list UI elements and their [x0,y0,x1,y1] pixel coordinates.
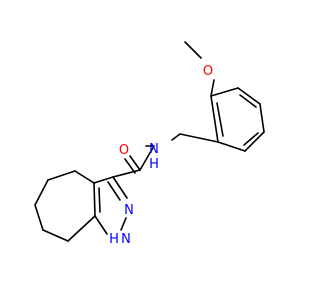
bond-c3-n2-inner [107,181,121,201]
bond-c-o-b [124,158,136,174]
bond-c7-c8 [42,229,69,242]
bond-n-carbonyl [139,145,155,171]
amide-hydrogen-label: H [149,157,159,172]
bond-n1-c7a [94,215,108,235]
bond-c8-c7a [67,215,96,242]
bond-c3a-c3 [93,176,114,184]
bond-c3-n2 [112,176,128,199]
bond-ring-a6-inner [216,102,224,137]
bond-c5-c6 [34,179,49,206]
bond-n2-n1 [120,217,127,231]
bond-ch2-n [171,133,181,141]
pyrazole-nh-hydrogen-label: H [109,232,119,247]
molecule-drawing: O O N H N N H [0,0,300,300]
bond-c7a-c3a-inner [98,187,101,213]
bond-methyl-o [184,41,202,59]
bond-o-aryl [210,79,215,97]
bond-c-o-a [129,155,141,171]
methoxy-oxygen-label: O [203,64,213,79]
structure-canvas: O O N H N N H [0,0,300,300]
bond-c7a-c3a [93,182,96,217]
bonds [34,41,265,242]
amide-nitrogen-label: N [149,142,159,157]
bond-ring-a5 [217,141,246,152]
pyrazole-nh-nitrogen-label: N [121,232,131,247]
bond-ring-a3 [259,103,265,133]
bond-ring-a1 [210,87,239,97]
bond-aryl-ch2 [179,133,219,143]
bond-ring-a6 [210,95,219,143]
bond-c-pyrazole [112,169,141,178]
bond-ring-a4-inner [243,132,259,146]
bond-ring-a2-inner [239,94,257,108]
background [0,0,300,300]
bond-c6-c7 [34,204,44,231]
carbonyl-oxygen-label: O [119,143,129,158]
bond-ring-a2 [237,87,261,105]
bond-ring-a4 [244,131,265,152]
bond-c3a-c4 [74,170,95,184]
pyrazole-nitrogen-label: N [124,203,134,218]
bond-c4-c5 [47,170,76,181]
